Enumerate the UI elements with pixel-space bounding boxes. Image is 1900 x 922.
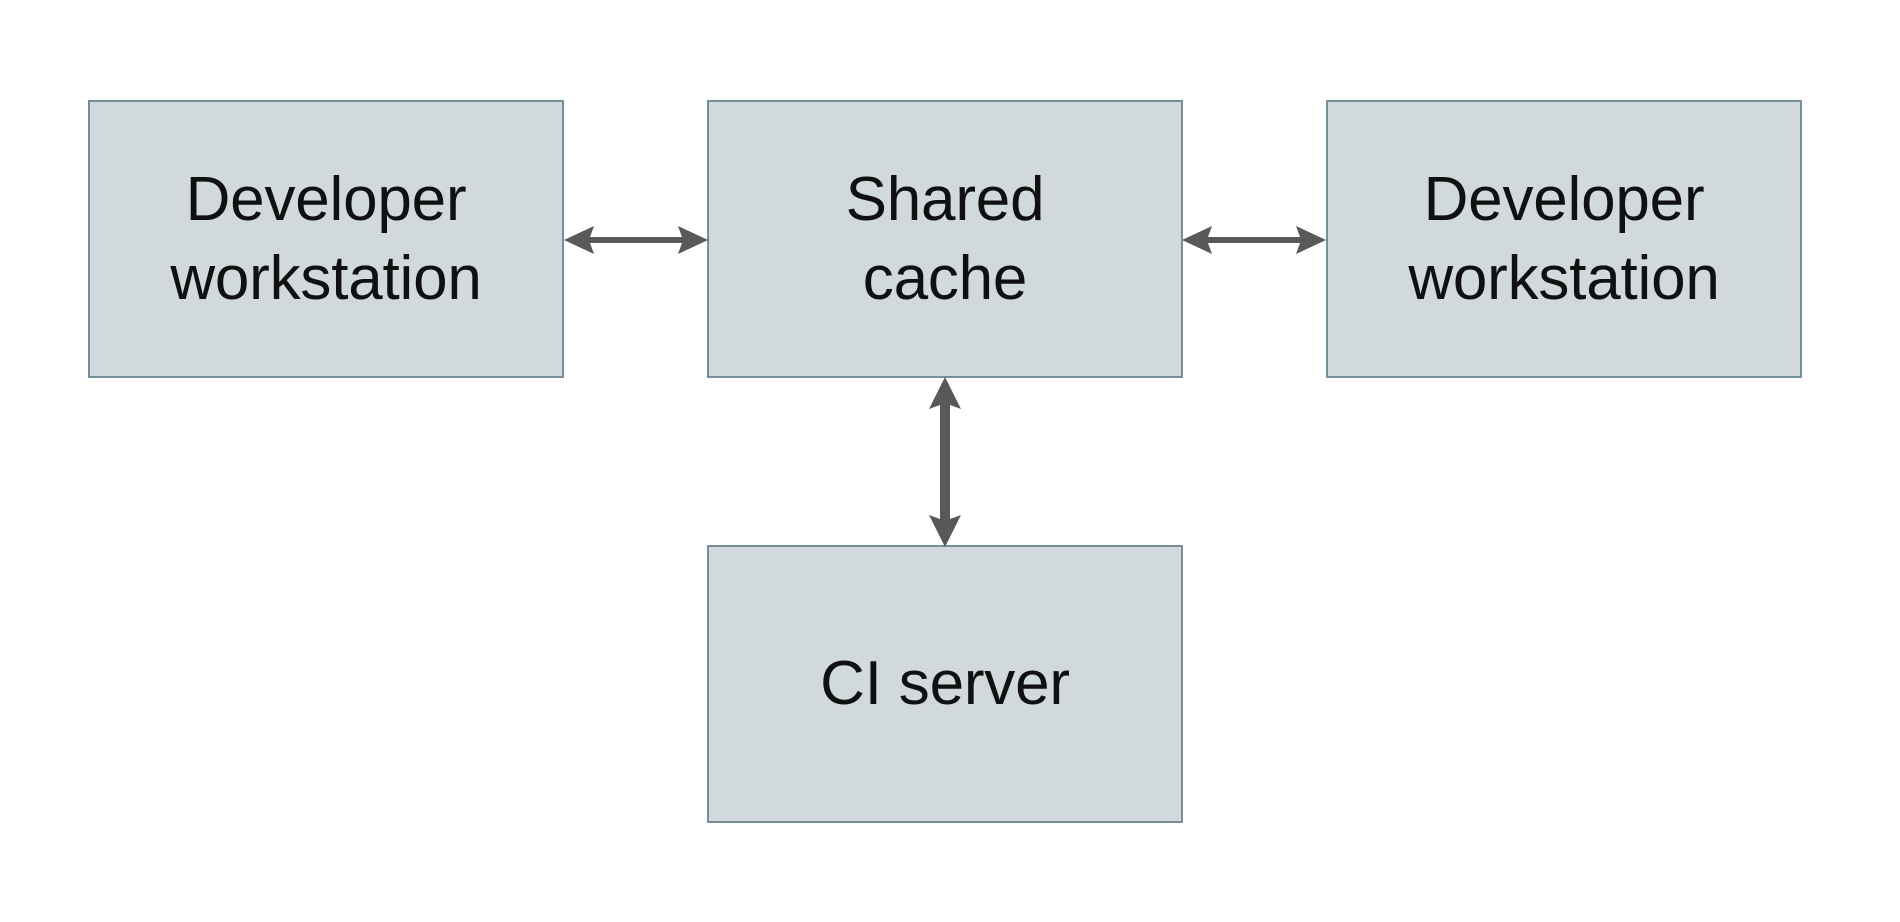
connector-shared-cache-to-right-workstation (1178, 215, 1330, 265)
node-developer-workstation-left[interactable]: Developer workstation (88, 100, 564, 378)
node-label: CI server (820, 649, 1070, 719)
double-headed-arrow-vertical-icon (929, 377, 961, 547)
double-headed-arrow-horizontal-icon (564, 226, 708, 254)
node-label: Developer workstation (170, 164, 482, 313)
node-developer-workstation-right[interactable]: Developer workstation (1326, 100, 1802, 378)
node-label: Shared cache (845, 164, 1045, 313)
node-label: Developer workstation (1408, 164, 1720, 313)
node-shared-cache[interactable]: Shared cache (707, 100, 1183, 378)
connector-shared-cache-to-ci-server (920, 374, 970, 550)
connector-left-workstation-to-shared-cache (560, 215, 712, 265)
double-headed-arrow-horizontal-icon (1182, 226, 1326, 254)
node-ci-server[interactable]: CI server (707, 545, 1183, 823)
